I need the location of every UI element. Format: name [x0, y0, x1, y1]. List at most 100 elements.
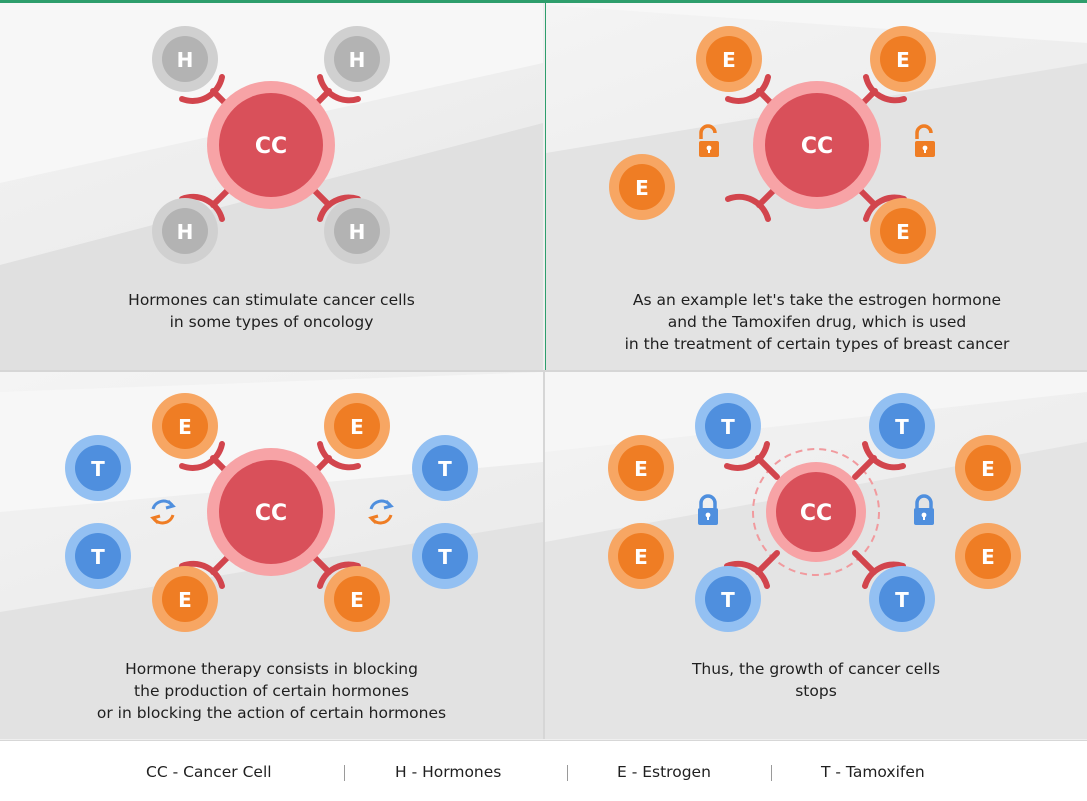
svg-text:T: T	[721, 415, 735, 439]
svg-text:E: E	[350, 588, 364, 612]
cancer-cell-label: CC	[801, 134, 833, 159]
svg-text:E: E	[896, 48, 910, 72]
cancer-cell-label: CC	[800, 501, 832, 526]
top-accent-line	[0, 0, 1087, 3]
legend-item-estrogen: E - Estrogen	[617, 763, 711, 781]
panel-hormone-therapy: CC E E E E T T T T	[0, 372, 543, 739]
svg-text:T: T	[895, 415, 909, 439]
svg-text:E: E	[981, 457, 995, 481]
svg-text:T: T	[895, 588, 909, 612]
tamoxifen-top-right: T	[869, 393, 935, 459]
panel-caption: Hormones can stimulate cancer cells in s…	[0, 289, 543, 333]
svg-text:T: T	[91, 457, 105, 481]
estrogen-top-left: E	[696, 26, 762, 92]
cancer-cell	[219, 93, 323, 197]
svg-text:T: T	[721, 588, 735, 612]
svg-text:E: E	[350, 415, 364, 439]
svg-text:H: H	[349, 48, 366, 72]
cancer-cell	[219, 460, 323, 564]
estrogen-bottom-left: E	[152, 566, 218, 632]
legend-divider	[567, 765, 568, 781]
panel-hormones-stimulate: CC H H H H Hormones can stimulate cancer…	[0, 3, 543, 370]
cancer-cell-label: CC	[255, 134, 287, 159]
lock-icon	[698, 494, 718, 525]
caption-line: in the treatment of certain types of bre…	[624, 335, 1010, 353]
svg-text:H: H	[177, 220, 194, 244]
legend-item-tamoxifen: T - Tamoxifen	[821, 763, 925, 781]
panel-estrogen-example: CC E E E E As an example let's tak	[545, 3, 1087, 370]
receptor-arms	[724, 441, 906, 589]
cancer-cell-with-hormones-diagram: CC H H H H	[152, 26, 390, 264]
legend-divider	[344, 765, 345, 781]
estrogen-bottom-right: E	[870, 198, 936, 264]
svg-text:T: T	[438, 545, 452, 569]
estrogen-top-left: E	[152, 393, 218, 459]
tamoxifen-bottom-right: T	[869, 566, 935, 632]
estrogen-left-bottom: E	[608, 523, 674, 589]
legend-item-hormones: H - Hormones	[395, 763, 502, 781]
cancer-cell-with-estrogen-diagram: CC E E E E	[609, 26, 936, 264]
blocked-cell-diagram: CC T T T T E E E E	[608, 393, 1021, 632]
estrogen-bottom-right: E	[324, 566, 390, 632]
caption-line: Hormone therapy consists in blocking	[125, 660, 418, 678]
tamoxifen-bottom-left: T	[695, 566, 761, 632]
svg-text:E: E	[896, 220, 910, 244]
hormone-h-bottom-right: H	[324, 198, 390, 264]
vertical-divider	[543, 372, 545, 739]
svg-text:E: E	[981, 545, 995, 569]
receptor-arms	[725, 74, 907, 222]
caption-line: or in blocking the action of certain hor…	[96, 704, 447, 722]
cancer-cell-label: CC	[255, 501, 287, 526]
lock-icon	[914, 494, 934, 525]
cancer-cell	[776, 472, 856, 552]
caption-line: the production of certain hormones	[134, 682, 409, 700]
svg-text:E: E	[178, 588, 192, 612]
horizontal-divider	[0, 370, 1087, 372]
svg-text:E: E	[178, 415, 192, 439]
svg-text:H: H	[349, 220, 366, 244]
caption-line: in some types of oncology	[169, 313, 374, 331]
svg-text:H: H	[177, 48, 194, 72]
tamoxifen-right-bottom: T	[412, 523, 478, 589]
cancer-cell	[765, 93, 869, 197]
estrogen-left-free: E	[609, 154, 675, 220]
svg-text:E: E	[634, 457, 648, 481]
therapy-diagram: CC E E E E T T T T	[65, 393, 478, 632]
hormone-h-top-right: H	[324, 26, 390, 92]
legend-item-cancer-cell: CC - Cancer Cell	[146, 763, 272, 781]
caption-line: stops	[795, 682, 837, 700]
panel-caption: As an example let's take the estrogen ho…	[546, 289, 1087, 355]
panel-background	[0, 372, 543, 739]
tamoxifen-left-bottom: T	[65, 523, 131, 589]
tamoxifen-top-left: T	[695, 393, 761, 459]
tamoxifen-right-top: T	[412, 435, 478, 501]
tamoxifen-left-top: T	[65, 435, 131, 501]
legend-bar: CC - Cancer Cell H - Hormones E - Estrog…	[0, 740, 1087, 801]
exchange-arrows-icon	[150, 499, 176, 525]
estrogen-top-right: E	[870, 26, 936, 92]
caption-line: Thus, the growth of cancer cells	[691, 660, 941, 678]
caption-line: and the Tamoxifen drug, which is used	[667, 313, 967, 331]
legend-divider	[771, 765, 772, 781]
estrogen-right-top: E	[955, 435, 1021, 501]
panel-growth-stops: CC T T T T E E E E	[545, 372, 1087, 739]
exchange-arrows-icon	[368, 499, 394, 525]
svg-text:T: T	[91, 545, 105, 569]
panel-caption: Hormone therapy consists in blocking the…	[0, 658, 543, 724]
panel-caption: Thus, the growth of cancer cells stops	[545, 658, 1087, 702]
panel-background	[546, 3, 1087, 370]
unlock-icon	[699, 124, 719, 157]
estrogen-top-right: E	[324, 393, 390, 459]
caption-line: Hormones can stimulate cancer cells	[128, 291, 415, 309]
svg-text:E: E	[722, 48, 736, 72]
hormone-h-bottom-left: H	[152, 198, 218, 264]
blocked-boundary-ring	[752, 448, 880, 576]
svg-text:T: T	[438, 457, 452, 481]
estrogen-right-bottom: E	[955, 523, 1021, 589]
hormone-h-top-left: H	[152, 26, 218, 92]
unlock-icon	[915, 124, 935, 157]
panel-background	[545, 372, 1087, 739]
caption-line: As an example let's take the estrogen ho…	[632, 291, 1002, 309]
svg-text:E: E	[635, 176, 649, 200]
estrogen-left-top: E	[608, 435, 674, 501]
